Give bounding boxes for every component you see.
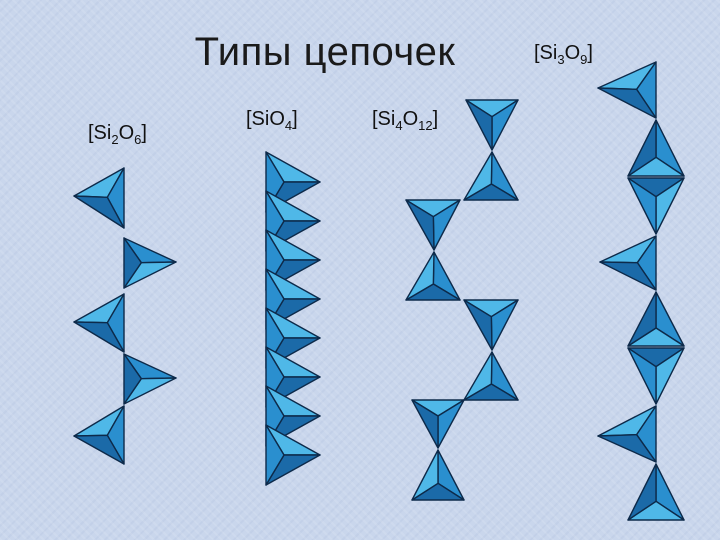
tetrahedron [463, 351, 519, 401]
tetrahedron [627, 347, 685, 405]
tetrahedron [465, 99, 519, 151]
tetrahedron-face [627, 119, 657, 177]
tetrahedron [73, 167, 125, 229]
tetrahedron [627, 291, 685, 347]
tetrahedron-face [463, 351, 493, 401]
chain-si3o9 [597, 61, 685, 521]
tetrahedron [463, 299, 519, 351]
tetrahedron-face [627, 177, 657, 235]
tetrahedron-face [597, 87, 657, 119]
tetrahedron-face [123, 237, 143, 289]
tetrahedron [411, 399, 465, 449]
tetrahedron-face [597, 433, 657, 463]
tetrahedron [411, 449, 465, 501]
tetrahedron [627, 177, 685, 235]
tetrahedron [405, 251, 461, 301]
tetrahedron [627, 119, 685, 177]
tetrahedron [597, 405, 657, 463]
tetrahedron-face [627, 463, 657, 521]
tetrahedron-face [465, 99, 493, 151]
tetrahedron-face [627, 291, 657, 347]
tetrahedron-face [627, 347, 657, 405]
tetrahedron-face [599, 261, 657, 291]
tetrahedron-face [463, 151, 493, 201]
formula-si4o12-label: [Si4O12] [372, 108, 439, 133]
page-title: Типы цепочек [194, 30, 456, 74]
formula-sio4-label: [SiO4] [246, 108, 298, 133]
tetrahedron [405, 199, 461, 251]
tetrahedron-face [265, 424, 285, 486]
tetrahedron-face [123, 353, 143, 405]
chain-si4o12 [405, 99, 519, 501]
chain-si2o6 [73, 167, 177, 465]
tetrahedron-face [73, 434, 125, 465]
tetrahedron [265, 424, 321, 486]
tetrahedron-face [405, 199, 435, 251]
tetrahedron [123, 237, 177, 289]
tetrahedron-face [463, 299, 493, 351]
tetrahedron-face [73, 195, 125, 229]
tetrahedron [597, 61, 657, 119]
formula-si2o6-label: [Si2O6] [88, 122, 147, 147]
tetrahedron [599, 235, 657, 291]
tetrahedron [123, 353, 177, 405]
tetrahedron [627, 463, 685, 521]
tetrahedron-face [405, 251, 435, 301]
tetrahedron-face [411, 449, 439, 501]
tetrahedron [463, 151, 519, 201]
formula-si3o9-label: [Si3O9] [534, 42, 593, 67]
tetrahedron-face [73, 321, 125, 353]
tetrahedron [73, 293, 125, 353]
chain-sio4 [265, 151, 321, 486]
tetrahedron [73, 405, 125, 465]
tetrahedron-face [411, 399, 439, 449]
